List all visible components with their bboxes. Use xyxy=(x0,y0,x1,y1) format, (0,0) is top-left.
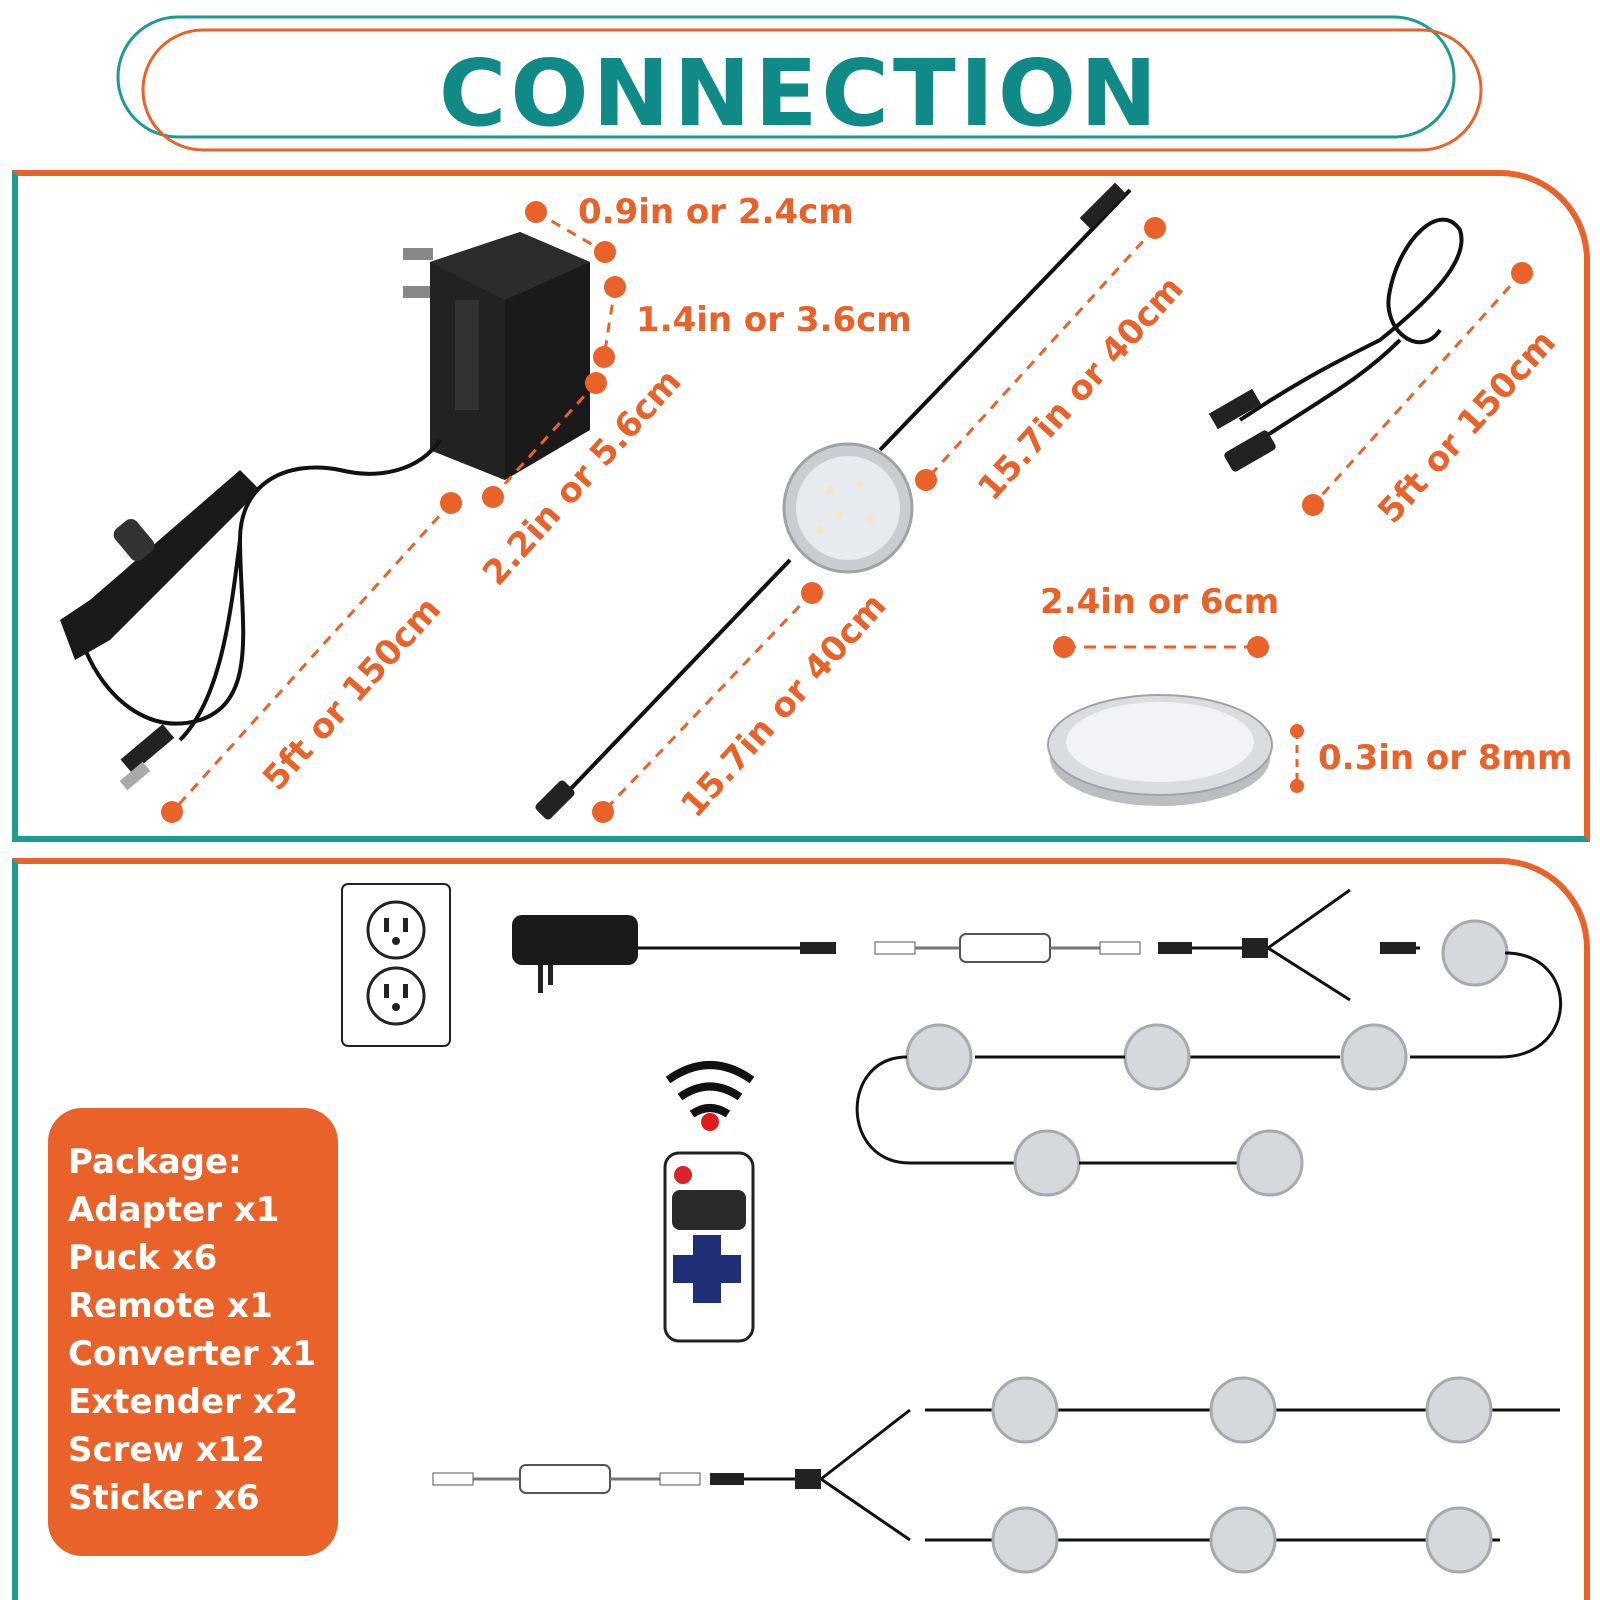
extender-cable-illustration xyxy=(1208,217,1464,472)
puck-thickness-label: 0.3in or 8mm xyxy=(1318,738,1573,778)
adapter-dimension-lines xyxy=(161,201,626,823)
puck-dimension-lines xyxy=(592,217,1166,823)
package-item: Remote x1 xyxy=(68,1286,273,1326)
package-box: Package: Adapter x1 Puck x6 Remote x1 Co… xyxy=(48,1108,338,1556)
title-frame xyxy=(116,15,1483,152)
extender-dimension-lines xyxy=(1302,262,1533,516)
dimensions-panel xyxy=(12,170,1590,842)
bottom-converter-icon xyxy=(432,1408,911,1542)
puck-illustration xyxy=(535,182,1132,820)
converter-icon xyxy=(874,933,1141,963)
puck-chain xyxy=(855,919,1563,1197)
page-title: CONNECTION xyxy=(438,40,1162,147)
remote-icon xyxy=(663,1061,755,1343)
package-item: Screw x12 xyxy=(68,1430,265,1470)
bottom-puck-rows xyxy=(925,1376,1560,1574)
puck-size-dimension-lines xyxy=(1053,636,1304,793)
package-heading: Package: xyxy=(68,1142,242,1182)
title-banner: CONNECTION xyxy=(115,14,1485,154)
connection-diagram-panel xyxy=(12,858,1590,1600)
adapter-illustration xyxy=(60,232,590,791)
package-item: Extender x2 xyxy=(68,1382,299,1422)
puck-diameter-label: 2.4in or 6cm xyxy=(1040,582,1280,622)
package-item: Adapter x1 xyxy=(68,1190,280,1230)
package-item: Puck x6 xyxy=(68,1238,218,1278)
adapter-width-label: 1.4in or 3.6cm xyxy=(636,300,912,340)
power-outlet-icon xyxy=(341,883,451,1047)
package-item: Sticker x6 xyxy=(68,1478,260,1518)
adapter-icon xyxy=(512,915,836,993)
package-item: Converter x1 xyxy=(68,1334,317,1374)
adapter-depth-label: 0.9in or 2.4cm xyxy=(578,192,854,232)
puck-side-illustration xyxy=(1047,694,1273,806)
splitter-icon xyxy=(1158,888,1351,1002)
